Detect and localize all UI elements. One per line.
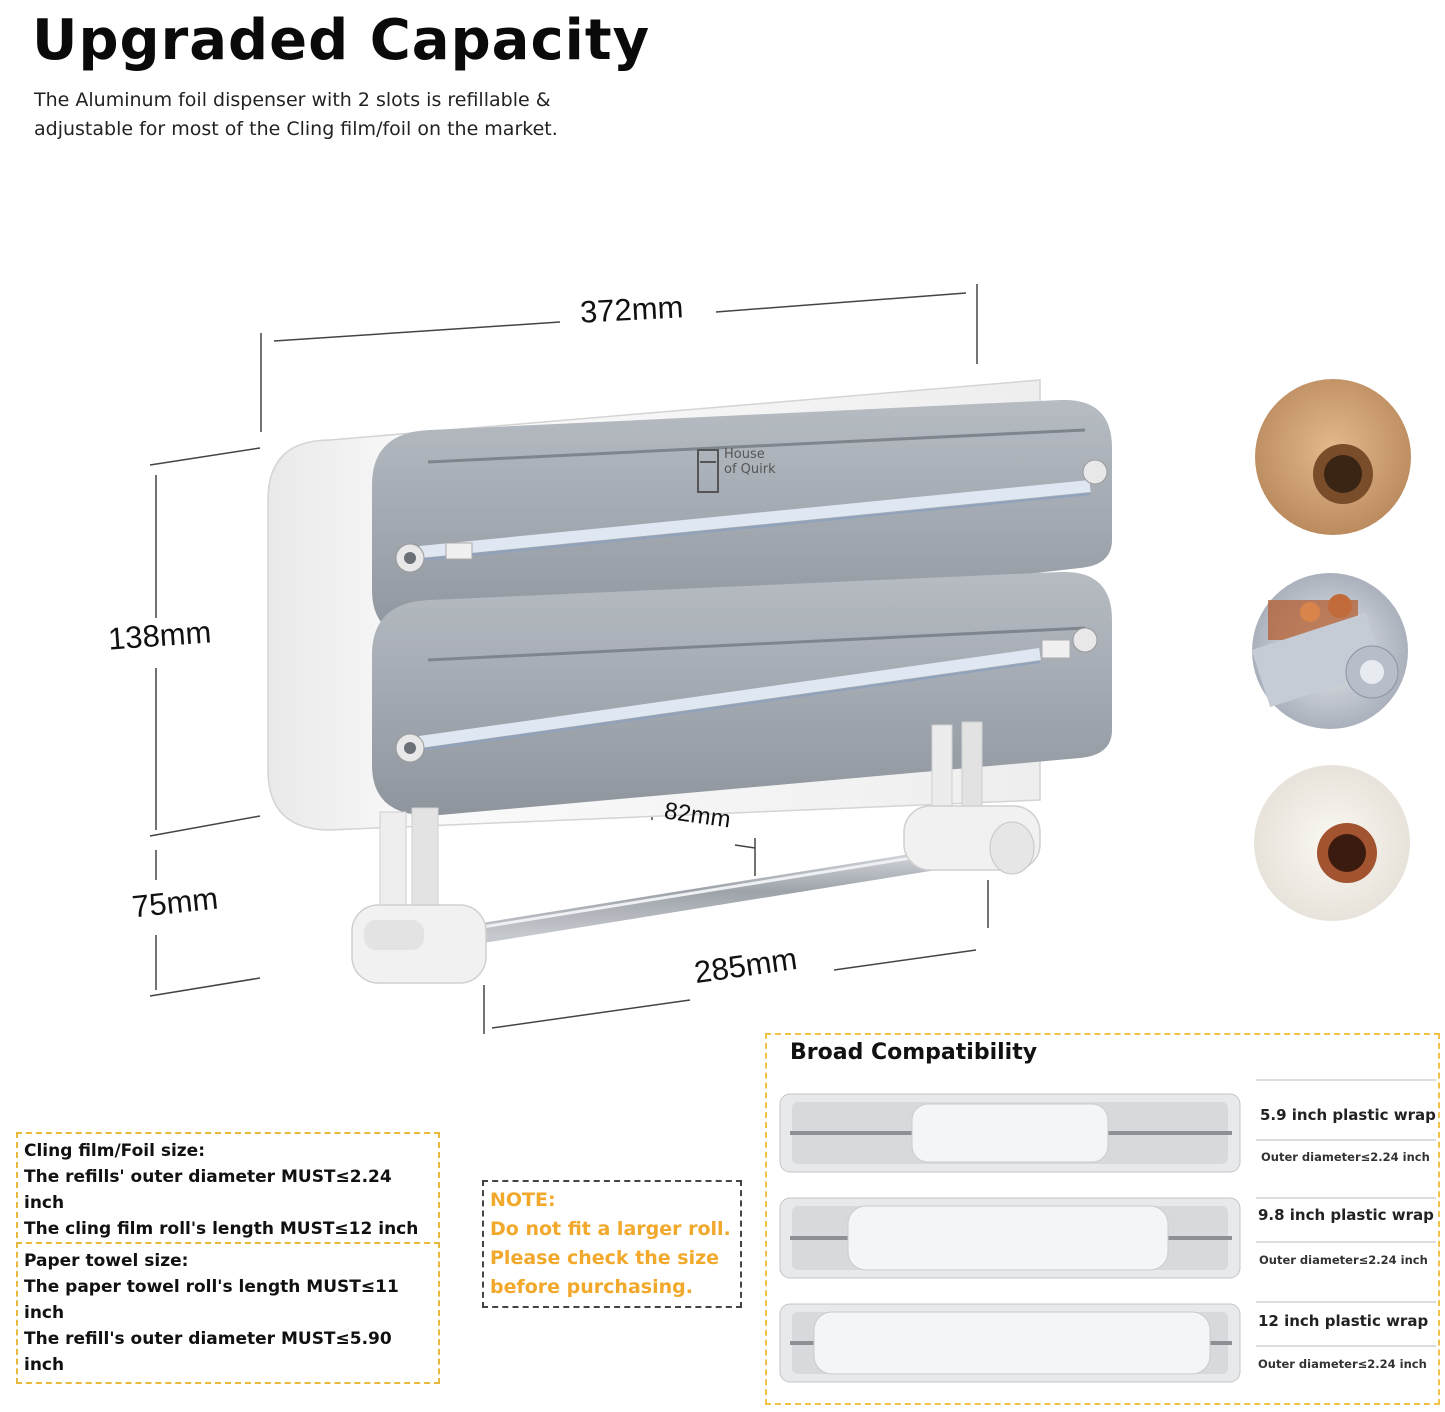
parchment-paper-roll-image [1254,765,1410,921]
kraft-paper-roll-image [1255,379,1411,535]
tray-12-inch [779,1303,1241,1383]
towel-box-line-2: The refill's outer diameter MUST≤5.90 in… [24,1329,392,1375]
towel-box-line-1: The paper towel roll's length MUST≤11 in… [24,1277,399,1323]
brand-logo: House of Quirk [724,447,776,477]
compat-item-1-sub: Outer diameter≤2.24 inch [1261,1150,1430,1164]
note-line-2: Please check the size [490,1247,720,1269]
brand-line-1: House [724,447,765,462]
compat-item-3-sub: Outer diameter≤2.24 inch [1258,1357,1427,1371]
aluminum-foil-roll-image [1251,573,1408,729]
page-subtitle: The Aluminum foil dispenser with 2 slots… [34,86,674,144]
brand-line-2: of Quirk [724,462,776,477]
towel-box-heading: Paper towel size: [24,1251,189,1271]
note-line-1: Do not fit a larger roll. [490,1218,731,1240]
note-line-3: before purchasing. [490,1276,693,1298]
subtitle-line-1: The Aluminum foil dispenser with 2 slots… [34,89,551,111]
compat-item-2-sub: Outer diameter≤2.24 inch [1259,1253,1428,1267]
page-title: Upgraded Capacity [32,8,651,73]
subtitle-line-2: adjustable for most of the Cling film/fo… [34,118,558,140]
cling-box-line-2: The cling film roll's length MUST≤12 inc… [24,1219,419,1239]
compatibility-title: Broad Compatibility [790,1040,1038,1065]
tray-9-8-inch [779,1197,1241,1279]
note-heading: NOTE: [490,1189,556,1211]
cling-box-heading: Cling film/Foil size: [24,1141,206,1161]
compat-item-2-label: 9.8 inch plastic wrap [1258,1206,1434,1224]
compat-item-1-label: 5.9 inch plastic wrap [1260,1106,1436,1124]
compat-item-3-label: 12 inch plastic wrap [1258,1312,1429,1330]
cling-box-line-1: The refills' outer diameter MUST≤2.24 in… [24,1167,392,1213]
tray-5-9-inch [779,1093,1241,1173]
paper-towel-size-box: Paper towel size: The paper towel roll's… [16,1242,440,1384]
note-box: NOTE: Do not fit a larger roll. Please c… [482,1180,742,1308]
